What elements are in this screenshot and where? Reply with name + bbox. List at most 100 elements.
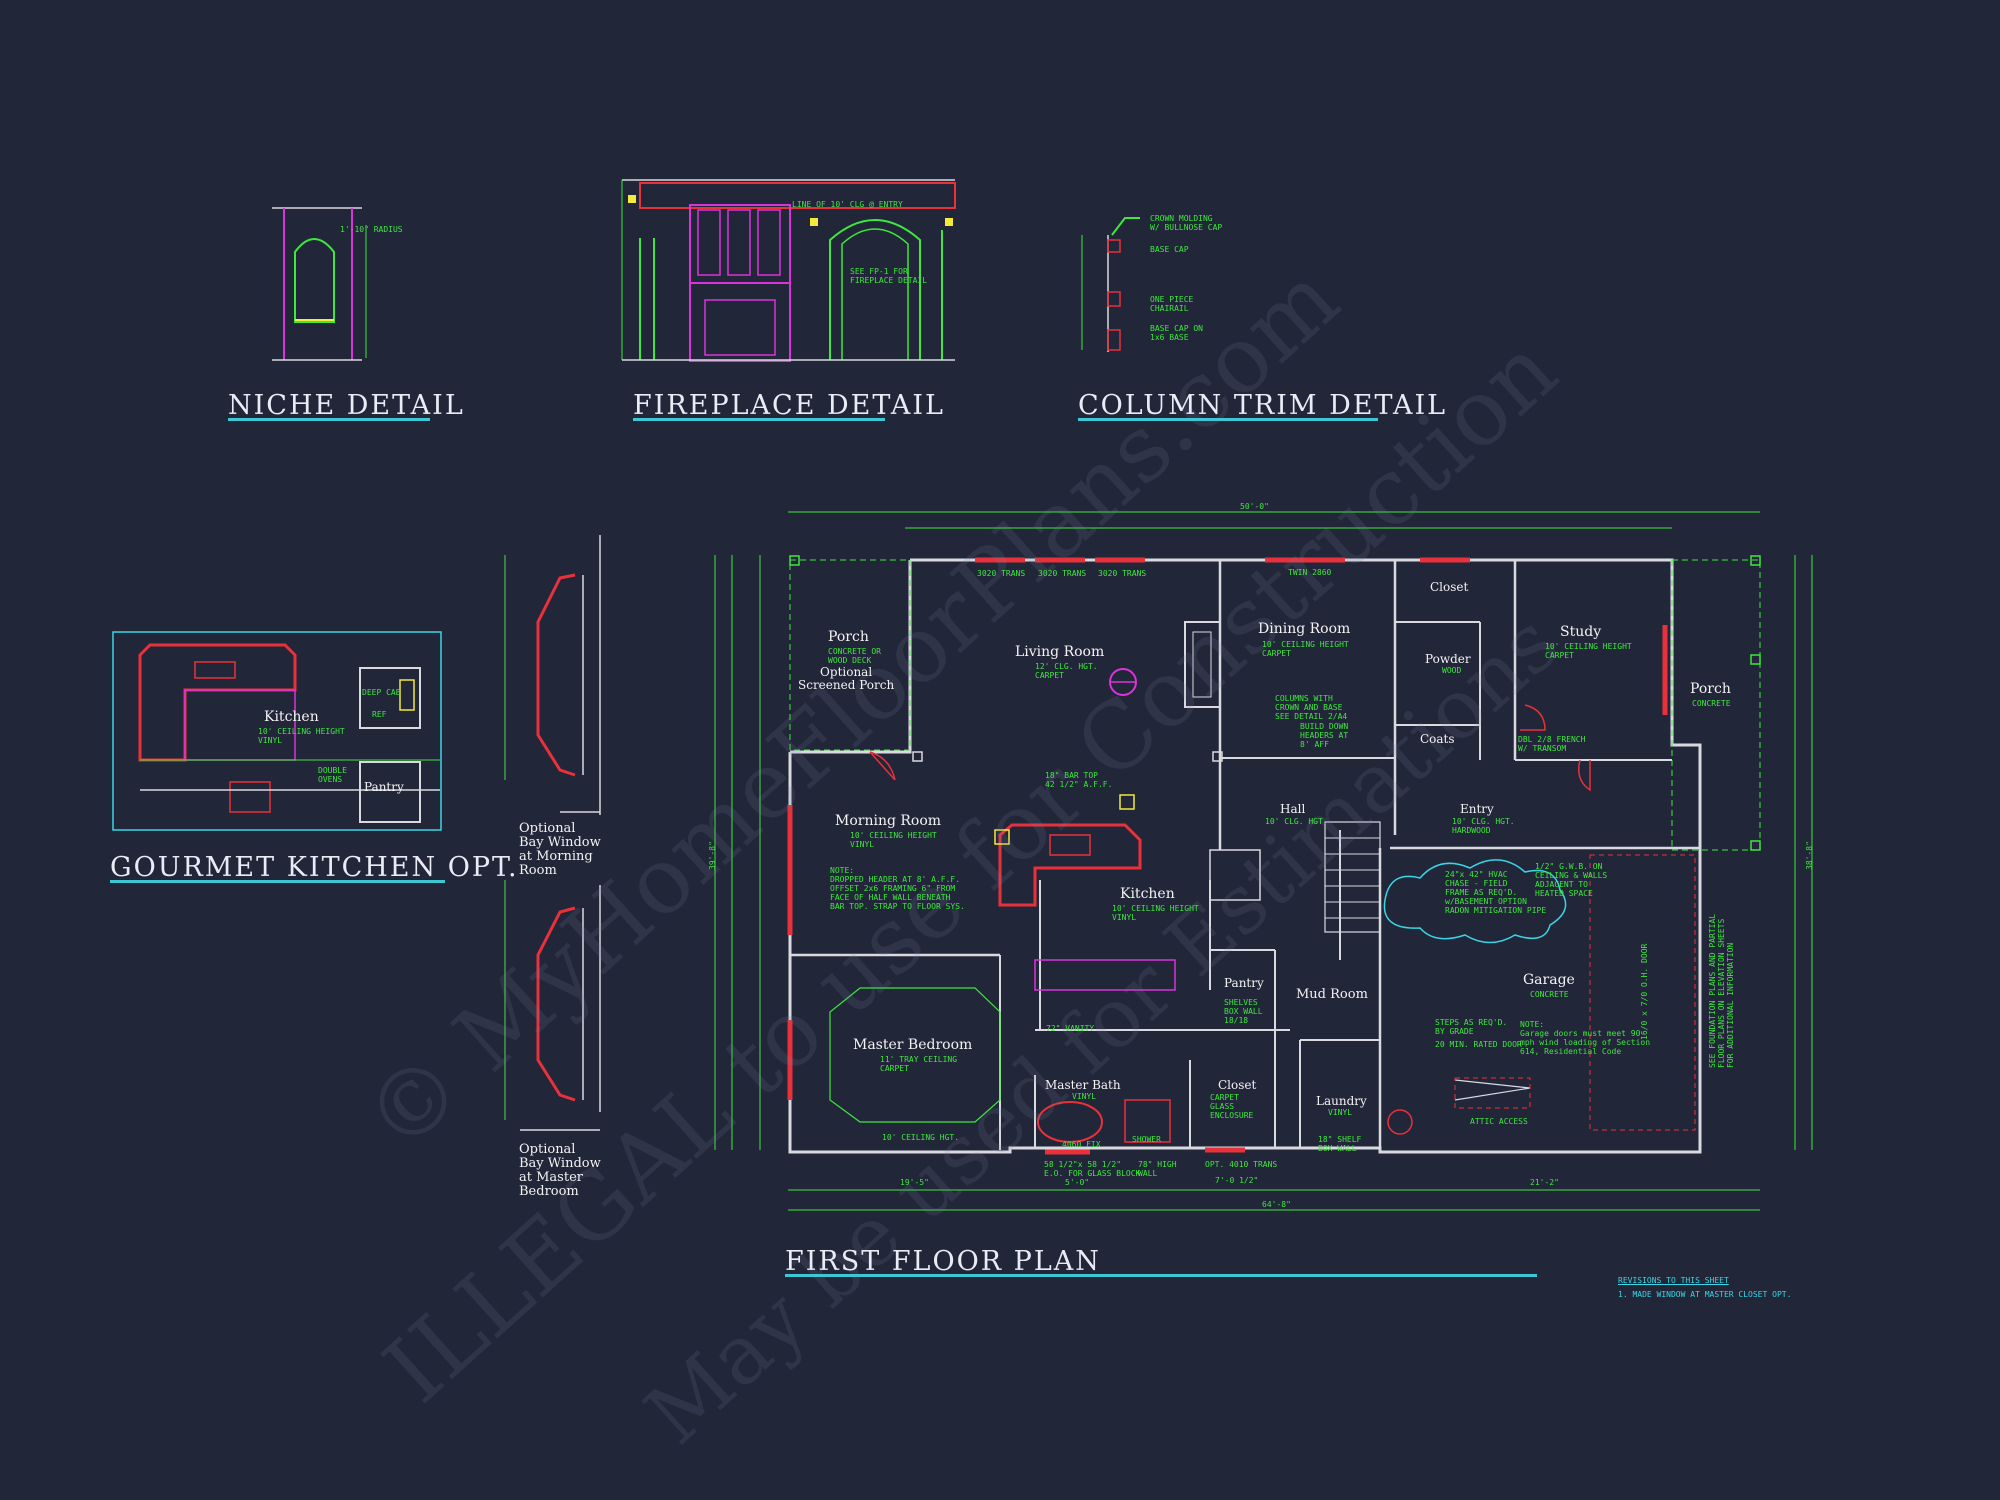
first-floor-plan-drawing [714,511,1813,1211]
room-sub: 10' CLG. HGT. HARDWOOD [1452,817,1515,835]
room-sub: 10' CLG. HGT. [1265,817,1328,826]
crown-molding-note: CROWN MOLDING W/ BULLNOSE CAP [1150,214,1223,232]
room-sub: CONCRETE OR WOOD DECK [828,647,881,665]
gourmet-kitchen-title: GOURMET KITCHEN OPT. [110,852,519,883]
room-sub: WOOD [1442,666,1462,675]
twin-window: TWIN 2860 [1288,568,1332,577]
transom-1: 3020 TRANS [977,569,1026,578]
first-floor-plan-underline [785,1274,1537,1277]
vanity-note: 72" VANITY [1046,1024,1095,1033]
dim-bottom-3: 7'-0 1/2" [1215,1176,1259,1185]
room-sub: SHELVES BOX WALL 18/18 [1224,998,1263,1025]
fireplace-detail-drawing [621,179,956,362]
room-label: Dining Room [1258,621,1351,637]
room-sub: 10' CEILING HEIGHT VINYL [850,831,937,849]
transom-2: 3020 TRANS [1038,569,1087,578]
room-label: Porch [828,629,869,645]
dim-top-total: 50'-0" [1240,502,1269,511]
hvac-note: 24"x 42" HVAC CHASE - FIELD FRAME AS REQ… [1445,870,1547,915]
opt-transom: OPT. 4010 TRANS [1205,1160,1278,1169]
room-extra: Optional Screened Porch [798,665,895,692]
gwb-note: 1/2" G.W.B. ON CEILING & WALLS ADJACENT … [1535,862,1608,898]
room-sub: VINYL [1328,1108,1353,1117]
foundation-note: SEE FOUNDATION PLANS AND PARTIAL FLOOR P… [1708,913,1735,1068]
dim-bottom-2: 5'-0" [1065,1178,1090,1187]
room-label: Garage [1523,972,1575,988]
fire-door-note: 20 MIN. RATED DOOR [1435,1040,1522,1049]
room-sub: CONCRETE [1530,990,1569,999]
columns-note: COLUMNS WITH CROWN AND BASE SEE DETAIL 2… [1275,694,1348,721]
gourmet-kitchen-underline [110,880,445,883]
niche-detail-title: NICHE DETAIL [228,390,465,421]
fireplace-detail-underline [633,418,885,421]
glass-block-note: 58 1/2"x 58 1/2" E.O. FOR GLASS BLOCK [1044,1160,1141,1178]
room-sub: CARPET GLASS ENCLOSURE [1210,1093,1254,1120]
bar-top-note: 18" BAR TOP 42 1/2" A.F.F. [1045,771,1113,789]
kitchen-opt-deep-cab: DEEP CAB [362,688,401,697]
morning-room-note: NOTE: DROPPED HEADER AT 8' A.F.F. OFFSET… [830,866,965,911]
room-sub: 11' TRAY CEILING CARPET [880,1055,958,1073]
dim-left-total: 39'-8" [708,841,717,870]
room-sub: CONCRETE [1692,699,1731,708]
gourmet-kitchen-drawing [112,631,442,831]
room-label: Master Bedroom [853,1037,973,1053]
high-wall-note: 78" HIGH WALL [1138,1160,1177,1178]
room-label: Porch [1690,681,1731,697]
transom-3: 3020 TRANS [1098,569,1147,578]
kitchen-opt-pantry-label: Pantry [364,780,404,794]
room-label: Study [1560,624,1602,640]
column-trim-detail-drawing [1081,217,1140,352]
attic-access-note: ATTIC ACCESS [1470,1117,1528,1126]
dim-bottom-1: 19'-5" [900,1178,929,1187]
fireplace-see-note: SEE FP-1 FOR FIREPLACE DETAIL [850,267,928,285]
chairail-note: ONE PIECE CHAIRAIL [1150,295,1194,313]
bay-window-master-label: Optional Bay Window at Master Bedroom [519,1142,601,1199]
fireplace-line-note: LINE OF 10' CLG @ ENTRY [792,200,903,209]
garage-note: NOTE: Garage doors must meet 90 mph wind… [1520,1020,1651,1056]
first-floor-plan-title: FIRST FLOOR PLAN [785,1246,1101,1277]
niche-detail-drawing [272,207,367,361]
base-cap-1x6-note: BASE CAP ON 1x6 BASE [1150,324,1203,342]
column-trim-detail-underline [1078,418,1378,421]
column-trim-detail-title: COLUMN TRIM DETAIL [1078,390,1448,421]
kitchen-opt-room-label: Kitchen [264,709,319,725]
revisions-item: 1. MADE WINDOW AT MASTER CLOSET OPT. [1618,1290,1792,1299]
room-label: Closet [1218,1078,1257,1092]
base-cap-note: BASE CAP [1150,245,1189,254]
bay-window-morning-label: Optional Bay Window at Morning Room [519,821,601,878]
room-label: Kitchen [1120,886,1175,902]
bay-window-morning-drawing [504,535,601,815]
room-label: Closet [1430,580,1469,594]
room-label: Living Room [1015,644,1105,660]
bay-window-master-drawing [504,880,601,1131]
build-down-note: BUILD DOWN HEADERS AT 8' AFF [1300,722,1349,749]
room-label: Coats [1420,732,1455,746]
kitchen-opt-double-ovens: DOUBLE OVENS [318,766,347,784]
dim-bottom-total: 64'-8" [1262,1200,1291,1209]
dim-bottom-4: 21'-2" [1530,1178,1559,1187]
niche-radius-note: 1'-10" RADIUS [340,225,403,234]
french-door-note: DBL 2/8 FRENCH W/ TRANSOM [1518,735,1586,753]
dim-right-total: 38'-8" [1805,841,1814,870]
revisions-heading: REVISIONS TO THIS SHEET [1618,1276,1729,1285]
kitchen-opt-ref: REF [372,710,387,719]
room-label: Morning Room [835,813,942,829]
room-label: Entry [1460,802,1494,816]
shower-note: SHOWER [1132,1135,1161,1144]
garage-door-note: 16/0 x 7/0 O.H. DOOR [1640,943,1649,1040]
room-label: Mud Room [1296,987,1368,1002]
kitchen-opt-room-sub: 10' CEILING HEIGHT VINYL [258,727,345,745]
room-label: Hall [1280,802,1306,816]
room-label: Pantry [1224,976,1264,990]
room-sub: 10' CEILING HEIGHT CARPET [1262,640,1349,658]
tub-note: 4060 FIX [1062,1140,1101,1149]
room-sub: 12' CLG. HGT. CARPET [1035,662,1098,680]
fireplace-detail-title: FIREPLACE DETAIL [633,390,945,421]
ceiling-height-note: 10' CEILING HGT. [882,1133,960,1142]
room-sub: 10' CEILING HEIGHT CARPET [1545,642,1632,660]
niche-detail-underline [228,418,430,421]
steps-note: STEPS AS REQ'D. BY GRADE [1435,1018,1508,1036]
room-label: Laundry [1316,1094,1367,1108]
room-label: Master Bath [1045,1078,1121,1092]
